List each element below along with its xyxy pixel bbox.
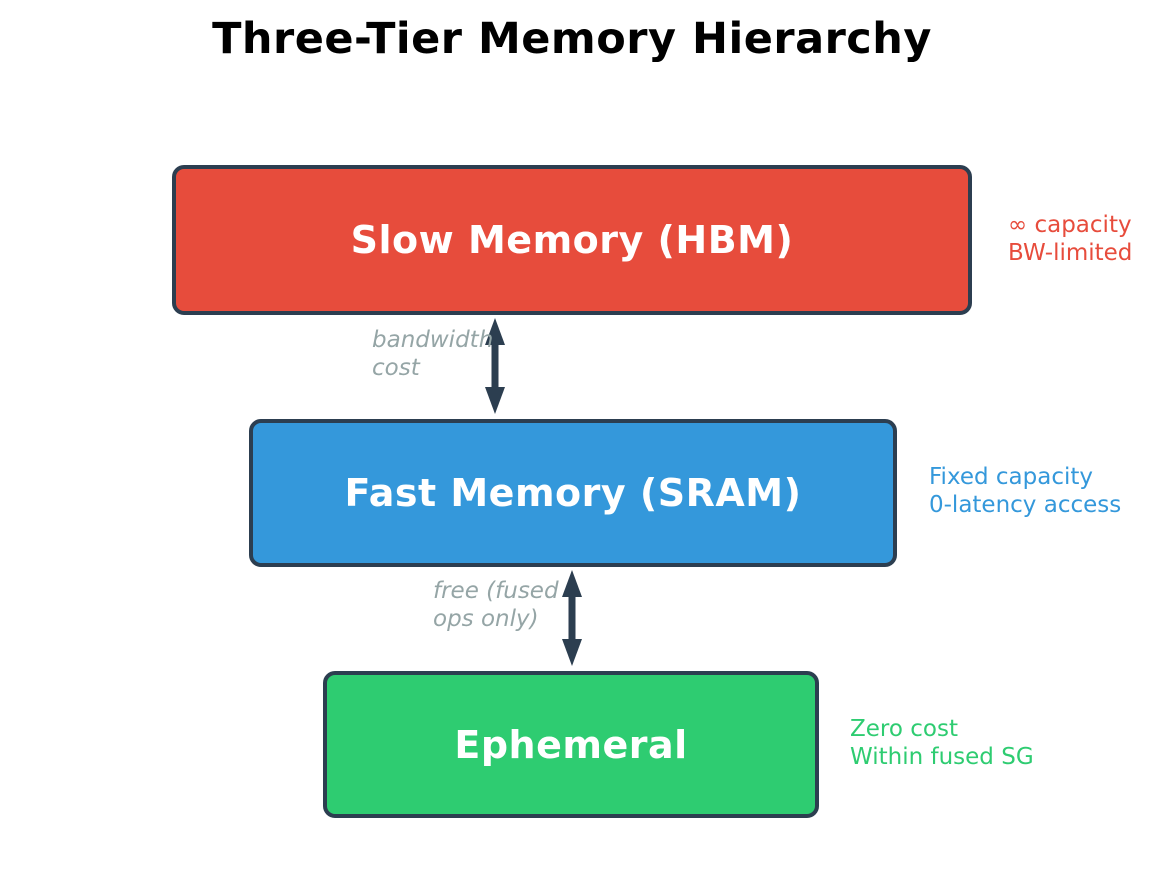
bidirectional-arrow-icon-hbm-sram [485, 318, 505, 414]
tier-box-ephemeral: Ephemeral [323, 671, 819, 818]
arrow-label-bandwidth-cost: bandwidth cost [372, 327, 494, 381]
annotation-slow-memory: ∞ capacity BW-limited [1008, 212, 1133, 266]
tier-label-ephemeral: Ephemeral [454, 722, 688, 767]
bidirectional-arrow-icon-sram-ephemeral [562, 570, 582, 666]
tier-label-fast-memory: Fast Memory (SRAM) [344, 471, 802, 515]
tier-label-slow-memory: Slow Memory (HBM) [350, 218, 794, 262]
arrow-label-free-fused-ops: free (fused ops only) [433, 578, 559, 632]
tier-box-fast-memory: Fast Memory (SRAM) [249, 419, 897, 567]
tier-box-slow-memory: Slow Memory (HBM) [172, 165, 972, 315]
diagram-title: Three-Tier Memory Hierarchy [212, 14, 932, 64]
annotation-fast-memory: Fixed capacity 0-latency access [929, 464, 1122, 518]
annotation-ephemeral: Zero cost Within fused SG [850, 716, 1034, 770]
